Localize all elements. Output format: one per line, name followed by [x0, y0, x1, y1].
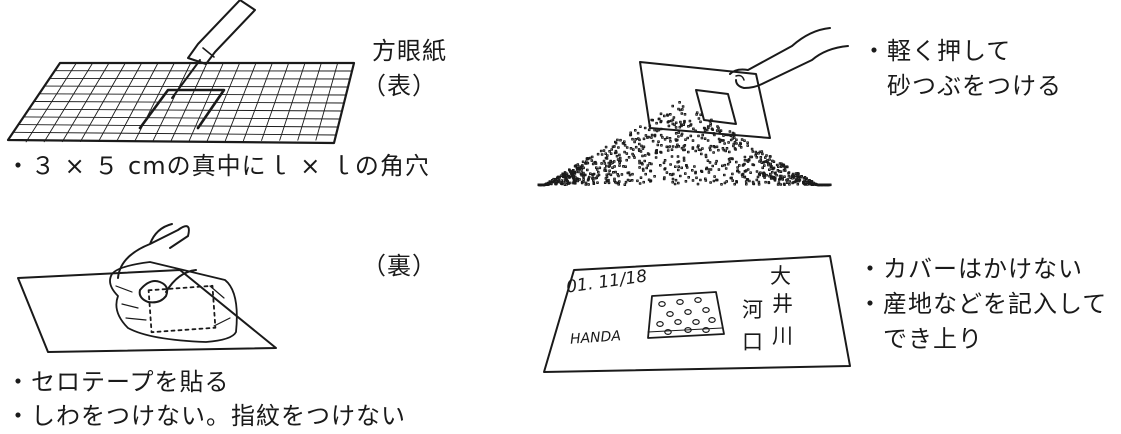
- panel1-label-line2: （表）: [362, 72, 437, 100]
- cellophane-tape: [109, 261, 238, 343]
- sand-pile: [537, 101, 832, 187]
- cutter-blade: [171, 59, 201, 99]
- finished-card: [543, 255, 851, 373]
- panel4-label-line1: ・カバーはかけない: [858, 255, 1083, 283]
- square-hole-on-card: [695, 89, 737, 125]
- card-river-1: 河: [742, 298, 763, 322]
- graph-paper-grid: [12, 62, 353, 143]
- panel1-label-line1: 方眼紙: [372, 37, 447, 65]
- panel4-label-line3: でき上り: [858, 325, 983, 353]
- paper-card-on-sand: [639, 61, 771, 139]
- tape-back-illustration: [17, 223, 277, 353]
- sand-grains: [656, 296, 716, 335]
- panel3-label-line2: 砂つぶをつける: [862, 72, 1062, 100]
- panel1-caption: ・３ × ５ cmの真中にｌ × ｌの角穴: [6, 152, 430, 180]
- card-river-5: 川: [772, 324, 793, 348]
- card-river-2: 口: [742, 330, 763, 354]
- panel4-label-line2: ・産地などを記入して: [858, 290, 1108, 318]
- graph-paper-illustration: [6, 0, 356, 145]
- hand-fingers-icon: [117, 223, 197, 304]
- sand-sample-window: [647, 291, 725, 339]
- panel2-caption-line1: ・セロテープを貼る: [6, 368, 230, 396]
- pressing-finger-icon: [729, 27, 849, 89]
- tape-wrinkles: [115, 285, 231, 327]
- panel3-label-line1: ・軽く押して: [862, 37, 1012, 65]
- cutter-handle-icon: [187, 0, 256, 65]
- paper-sheet-back: [17, 269, 277, 353]
- card-river-4: 井: [772, 292, 793, 316]
- press-sand-illustration: [537, 27, 849, 187]
- finished-card-illustration: [543, 255, 851, 373]
- card-river-3: 大: [770, 264, 791, 288]
- cut-square-hole: [138, 88, 226, 130]
- panel2-label: （裏）: [362, 252, 437, 280]
- square-hole-dotted: [147, 284, 217, 334]
- panel2-caption-line2: ・しわをつけない。指紋をつけない: [6, 402, 406, 430]
